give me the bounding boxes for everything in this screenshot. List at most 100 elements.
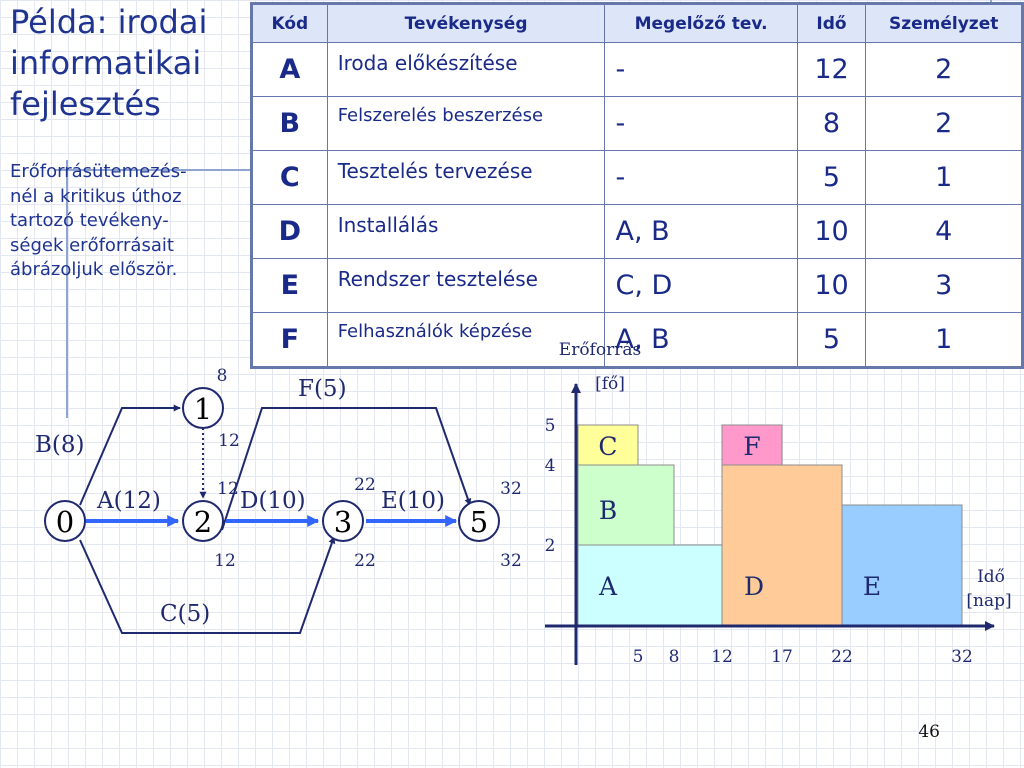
cell-staff: 1 [865,150,1023,205]
description-line: nél a kritikus úthoz [10,185,182,207]
x-tick-label: 12 [711,647,733,667]
y-tick-label: 4 [545,456,556,476]
table-row: C Tesztelés tervezése - 5 1 [251,150,1023,205]
title-line: Példa: irodai [10,3,208,41]
cell-predecessor: - [604,42,798,97]
node-5-time-bottom: 32 [500,551,522,571]
table-header-row: Kód Tevékenység Megelőző tev. Idő Személ… [251,3,1023,43]
cell-staff: 1 [865,312,1023,368]
title-line: fejlesztés [10,85,161,123]
edge-e-label: E(10) [381,488,445,514]
node-2-time-bottom: 12 [214,551,236,571]
edge-c [79,536,336,634]
decor-line-mid [55,169,255,171]
cell-predecessor: - [604,150,798,205]
cell-activity: Felszerelés beszerzése [326,96,606,151]
resource-block-c [577,424,639,466]
cell-predecessor: A, B [604,312,798,368]
edge-c-label: C(5) [160,601,210,627]
cell-activity: Rendszer tesztelése [326,258,606,313]
header-time: Idő [796,3,867,43]
resource-block-label: D [744,572,764,601]
resource-block-e [841,504,963,626]
header-code: Kód [251,3,328,43]
cell-code: F [251,312,328,368]
node-1: 1 [182,387,224,429]
y-tick-label: 5 [545,416,556,436]
slide-title: Példa: irodai informatikai fejlesztés [10,2,245,125]
y-axis-label-line: [fő] [595,374,625,394]
slide-description: Erőforrásütemezés- nél a kritikus úthoz … [10,160,245,283]
network-diagram: 0 1 2 3 5 8 12 12 22 22 32 32 12 B(8) A(… [35,366,522,634]
node-5: 5 [458,500,500,542]
edge-b [79,404,181,506]
node-label: 2 [194,505,212,539]
x-tick-label: 5 [633,647,644,667]
cell-time: 10 [796,258,867,313]
node-label: 5 [470,505,488,539]
cell-time: 8 [796,96,867,151]
y-tick-label: 2 [545,536,556,556]
decor-line-left [66,160,68,418]
title-line: informatikai [10,44,202,82]
cell-predecessor: - [604,96,798,151]
activity-table: Kód Tevékenység Megelőző tev. Idő Személ… [250,2,1024,369]
cell-staff: 4 [865,204,1023,259]
cell-time: 5 [796,150,867,205]
x-tick-label: 17 [771,647,793,667]
cell-activity: Tesztelés tervezése [326,150,606,205]
edge-f-label: F(5) [298,376,347,402]
cell-staff: 3 [865,258,1023,313]
resource-block-a [577,544,723,626]
cell-staff: 2 [865,42,1023,97]
edge-f [221,407,472,531]
edge-b-label: B(8) [35,432,84,458]
table-row: B Felszerelés beszerzése - 8 2 [251,96,1023,151]
edge-d-label: D(10) [240,488,306,514]
dummy-edge-time: 12 [218,431,240,451]
resource-block-label: B [599,496,617,525]
node-0: 0 [44,500,86,542]
y-axis-label-line: Erőforrás [559,340,641,360]
cell-time: 10 [796,204,867,259]
cell-code: D [251,204,328,259]
description-line: tartozó tevékeny- [10,210,169,232]
cell-code: B [251,96,328,151]
edge-a-label: A(12) [96,488,161,514]
cell-staff: 2 [865,96,1023,151]
header-predecessor: Megelőző tev. [604,3,798,43]
cell-code: E [251,258,328,313]
header-staff: Személyzet [865,3,1023,43]
table-row: D Installálás A, B 10 4 [251,204,1023,259]
resource-block-label: E [863,572,881,601]
x-tick-label: 22 [831,647,853,667]
table-row: F Felhasználók képzése A, B 5 1 [251,312,1023,368]
cell-activity: Installálás [326,204,606,259]
node-5-time-top: 32 [500,479,522,499]
node-2: 2 [182,500,224,542]
x-axis-label-line: [nap] [966,591,1011,611]
node-label: 3 [334,505,352,539]
node-label: 1 [194,392,212,426]
node-3: 3 [322,500,364,542]
node-2-time-top: 12 [217,479,239,499]
cell-predecessor: A, B [604,204,798,259]
node-3-time-bottom: 22 [354,551,376,571]
resource-block-label: F [743,432,760,461]
cell-time: 12 [796,42,867,97]
x-tick-label: 32 [951,647,973,667]
cell-activity: Felhasználók képzése [326,312,606,368]
description-line: ségek erőforrásait [10,234,174,256]
resource-block-label: A [598,572,618,601]
header-activity: Tevékenység [326,3,606,43]
resource-block-f [721,424,783,466]
page-number: 46 [918,722,940,742]
cell-predecessor: C, D [604,258,798,313]
x-axis-label-line: Idő [977,567,1005,587]
cell-time: 5 [796,312,867,368]
description-line: Erőforrásütemezés- [10,161,187,182]
node-1-time: 8 [217,366,228,386]
node-label: 0 [56,505,74,539]
resource-block-label: C [598,432,617,461]
